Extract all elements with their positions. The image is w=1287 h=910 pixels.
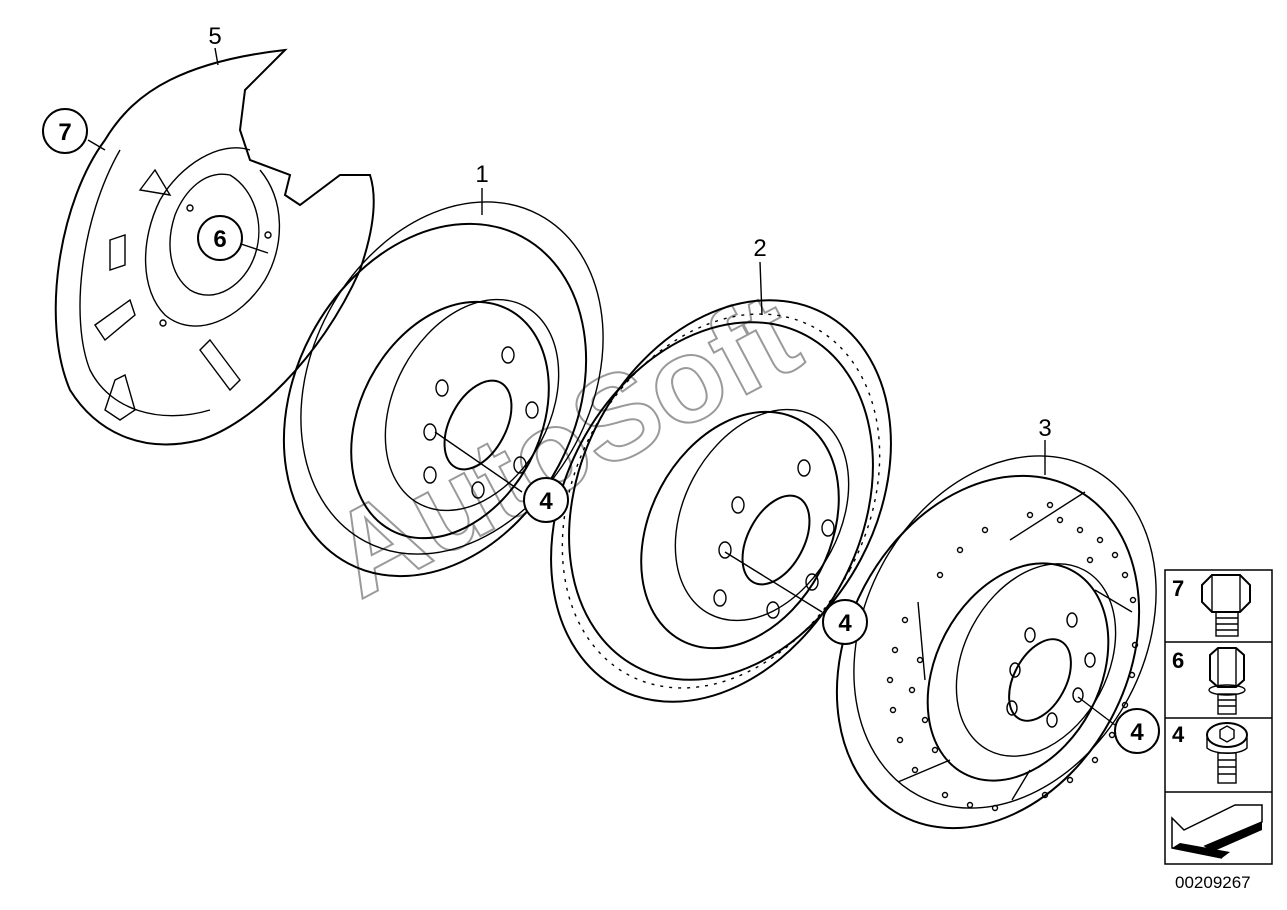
- callout-circle-4c-label: 4: [1130, 719, 1144, 746]
- legend-label-4: 4: [1172, 722, 1185, 747]
- legend-panel: 7 6 4: [1164, 569, 1273, 865]
- brake-disc-1: [282, 201, 604, 578]
- backing-plate: [54, 48, 375, 446]
- legend-label-7: 7: [1172, 576, 1184, 601]
- callout-circle-4a-label: 4: [539, 488, 553, 515]
- drill-holes: [886, 501, 1139, 812]
- callout-circle-4c: 4: [1114, 708, 1160, 754]
- leader-lines: [87, 47, 1116, 726]
- callout-3: 3: [1038, 415, 1051, 442]
- socket-head-screw-icon: [1206, 722, 1248, 784]
- callout-circle-4b: 4: [822, 599, 868, 645]
- callout-5: 5: [208, 23, 221, 50]
- arrow-left-down-icon: [1171, 804, 1263, 859]
- diagram-reference-number: 00209267: [1175, 873, 1251, 892]
- callout-1: 1: [475, 161, 488, 188]
- callout-circle-4a: 4: [523, 477, 569, 523]
- callout-circle-7-label: 7: [58, 119, 71, 146]
- callout-circle-7: 7: [42, 108, 88, 154]
- hex-bolt-icon: [1201, 574, 1251, 637]
- flange-bolt-icon: [1208, 647, 1246, 715]
- brake-disc-3: [835, 455, 1157, 830]
- callout-circle-6: 6: [197, 215, 243, 261]
- legend-label-6: 6: [1172, 648, 1184, 673]
- callout-2: 2: [753, 235, 766, 262]
- callout-circle-4b-label: 4: [838, 610, 852, 637]
- brake-disc-2: [550, 299, 892, 703]
- callout-circle-6-label: 6: [213, 226, 226, 253]
